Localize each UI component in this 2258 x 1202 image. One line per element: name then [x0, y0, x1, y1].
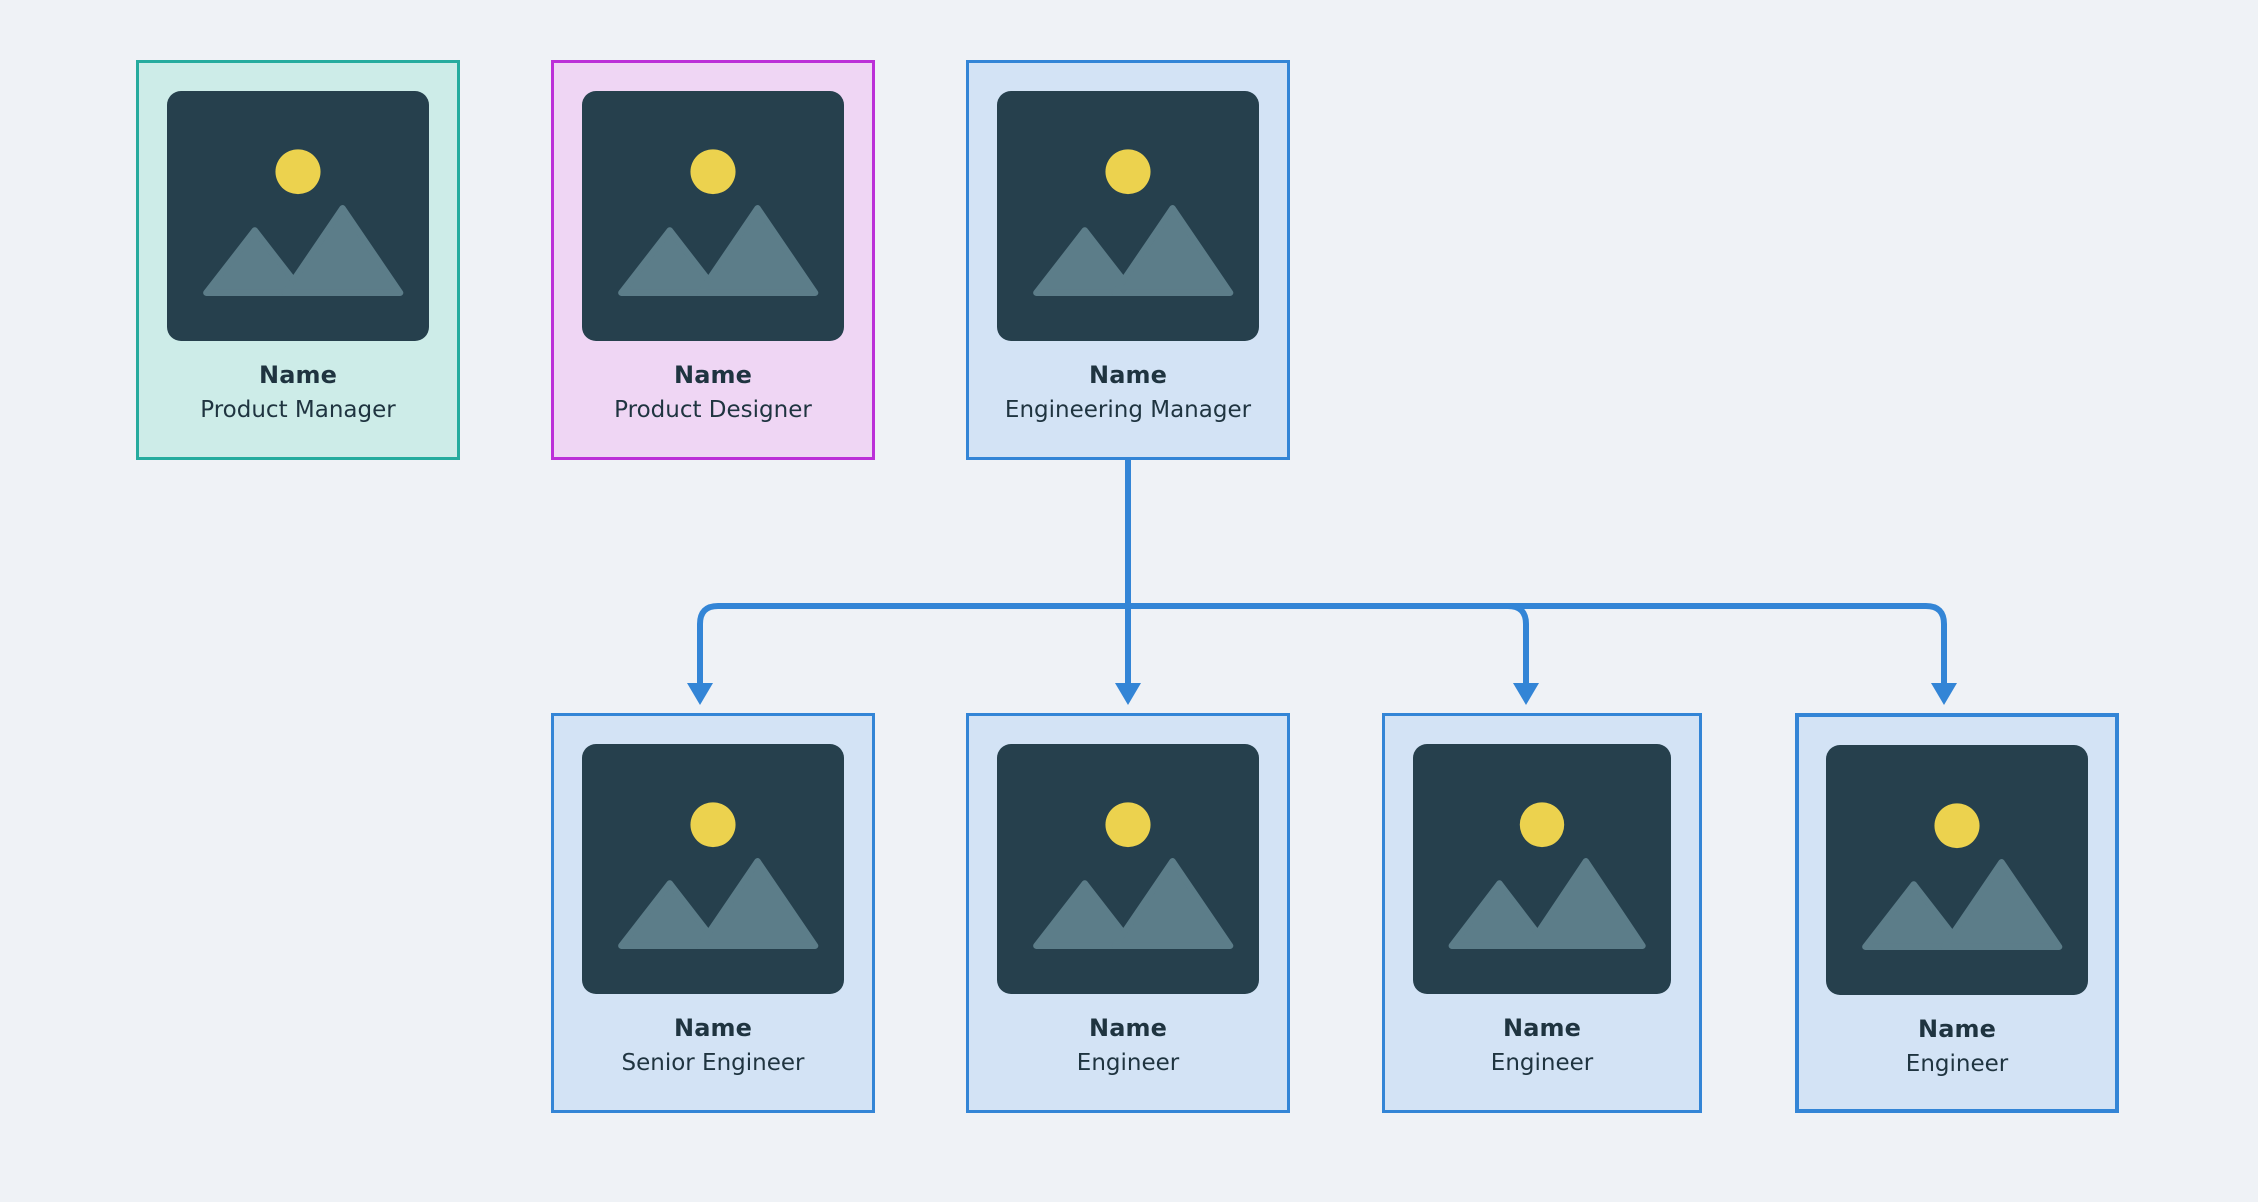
- sun-icon: [1105, 149, 1151, 195]
- card-name: Name: [1089, 1014, 1167, 1042]
- card-role: Engineer: [1076, 1050, 1180, 1076]
- mountain-icon: [1033, 858, 1234, 949]
- avatar-image-placeholder: [582, 91, 844, 341]
- card-product-manager[interactable]: Name Product Manager: [136, 60, 460, 460]
- mountain-icon: [203, 205, 404, 296]
- card-name: Name: [674, 1014, 752, 1042]
- mountain-icon: [1033, 205, 1234, 296]
- mountain-icon: [618, 205, 819, 296]
- card-engineering-manager[interactable]: Name Engineering Manager: [966, 60, 1290, 460]
- sun-icon: [1105, 802, 1151, 848]
- sun-icon: [690, 802, 736, 848]
- card-text-block: Name Engineering Manager: [969, 361, 1287, 423]
- card-engineer-2[interactable]: Name Engineer: [1382, 713, 1702, 1113]
- card-text-block: Name Engineer: [1799, 1015, 2115, 1077]
- arrowhead-icon: [687, 683, 713, 705]
- avatar-image-placeholder: [582, 744, 844, 994]
- card-text-block: Name Product Designer: [554, 361, 872, 423]
- card-name: Name: [1918, 1015, 1996, 1043]
- card-role: Senior Engineer: [621, 1050, 805, 1076]
- avatar-image-placeholder: [997, 91, 1259, 341]
- arrowhead-icon: [1931, 683, 1957, 705]
- card-role: Engineer: [1490, 1050, 1594, 1076]
- card-text-block: Name Engineer: [1385, 1014, 1699, 1076]
- avatar-image-placeholder: [1826, 745, 2088, 995]
- avatar-image-placeholder: [997, 744, 1259, 994]
- card-name: Name: [1089, 361, 1167, 389]
- card-role: Product Manager: [200, 397, 396, 423]
- card-role: Engineer: [1905, 1051, 2009, 1077]
- card-name: Name: [674, 361, 752, 389]
- sun-icon: [1519, 802, 1565, 848]
- card-name: Name: [1503, 1014, 1581, 1042]
- sun-icon: [1934, 803, 1980, 849]
- card-name: Name: [259, 361, 337, 389]
- card-role: Engineering Manager: [1004, 397, 1252, 423]
- avatar-image-placeholder: [1413, 744, 1671, 994]
- card-text-block: Name Engineer: [969, 1014, 1287, 1076]
- sun-icon: [690, 149, 736, 195]
- avatar-image-placeholder: [167, 91, 429, 341]
- card-text-block: Name Product Manager: [139, 361, 457, 423]
- card-engineer-3[interactable]: Name Engineer: [1795, 713, 2119, 1113]
- arrowhead-icon: [1115, 683, 1141, 705]
- sun-icon: [275, 149, 321, 195]
- mountain-icon: [618, 858, 819, 949]
- card-role: Product Designer: [614, 397, 812, 423]
- card-product-designer[interactable]: Name Product Designer: [551, 60, 875, 460]
- card-text-block: Name Senior Engineer: [554, 1014, 872, 1076]
- arrowhead-icon: [1513, 683, 1539, 705]
- card-senior-engineer[interactable]: Name Senior Engineer: [551, 713, 875, 1113]
- mountain-icon: [1448, 858, 1646, 949]
- card-engineer-1[interactable]: Name Engineer: [966, 713, 1290, 1113]
- mountain-icon: [1862, 859, 2063, 950]
